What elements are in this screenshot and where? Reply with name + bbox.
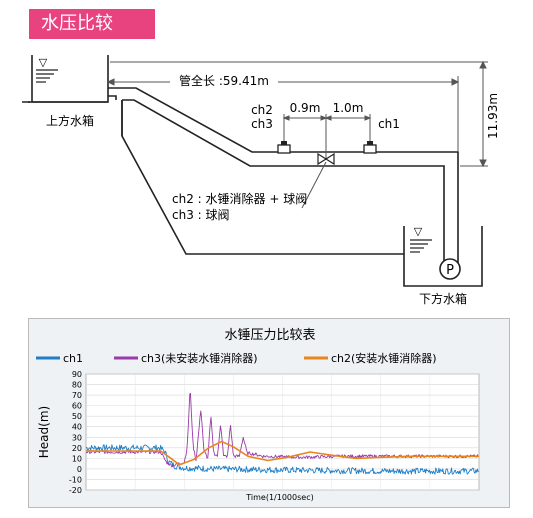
y-tick-label: -20 [69,486,82,495]
y-tick-label: -10 [69,475,82,484]
y-tick-label: 90 [72,370,82,379]
distance-b-label: 1.0m [333,101,364,115]
lower-tank [403,226,483,287]
y-tick-label: 30 [72,433,82,442]
pipe-outer [108,87,459,267]
sensor-ch3-label: ch3 [251,117,273,131]
y-tick-label: 60 [72,402,82,411]
ball-valve-icon [317,152,335,166]
pipe-length-label: 管全长 :59.41m [179,73,269,88]
y-tick-label: 0 [77,465,82,474]
chart-title: 水锤压力比较表 [224,328,315,343]
y-axis-label: Head(m) [37,406,51,458]
chart-legend: ch1 ch3(未安装水锤消除器) ch2(安装水锤消除器) [36,351,437,365]
y-tick-label: 40 [72,423,82,432]
distance-a-label: 0.9m [290,101,321,115]
upper-water-level-icon: ▽ [39,56,48,69]
upper-tank-label: 上方水箱 [46,113,94,128]
x-axis-label: Time(1/1000sec) [245,493,313,502]
note-leader-line [301,161,327,209]
pipe-inner [122,99,445,262]
series-line-ch1 [85,444,479,475]
series-line-ch2 [86,440,479,466]
upper-water-lines [36,69,58,83]
height-dimension [110,60,488,168]
legend-label: ch3(未安装水锤消除器) [141,351,258,365]
y-tick-label: 10 [72,454,82,463]
sensor-ch2-label: ch2 [251,103,273,117]
piping-diagram: ▽ ▽ P 管全长 :59.41m 11.93m 0.9m 1.0m [22,55,500,306]
note-line-2: ch3 : 球阀 [172,208,230,222]
y-tick-label: 80 [72,381,82,390]
pump-label: P [446,263,454,278]
y-tick-label: 50 [72,412,82,421]
y-tick-label: 70 [72,391,82,400]
lower-tank-label: 下方水箱 [419,291,467,306]
lower-water-lines [410,239,432,253]
note-line-1: ch2 : 水锤消除器 + 球阀 [172,191,307,206]
pump-icon [439,258,461,280]
height-label: 11.93m [486,93,500,139]
pipe-length-dimension [106,76,460,152]
legend-label: ch2(安装水锤消除器) [331,351,437,365]
y-tick-label: 20 [72,444,82,453]
section-title-text: 水压比较 [41,13,113,34]
chart-series [85,392,479,475]
lower-water-level-icon: ▽ [414,225,423,238]
section-title: 水压比较 [29,9,155,39]
legend-label: ch1 [63,352,83,365]
sensor-ch1-label: ch1 [378,117,400,131]
